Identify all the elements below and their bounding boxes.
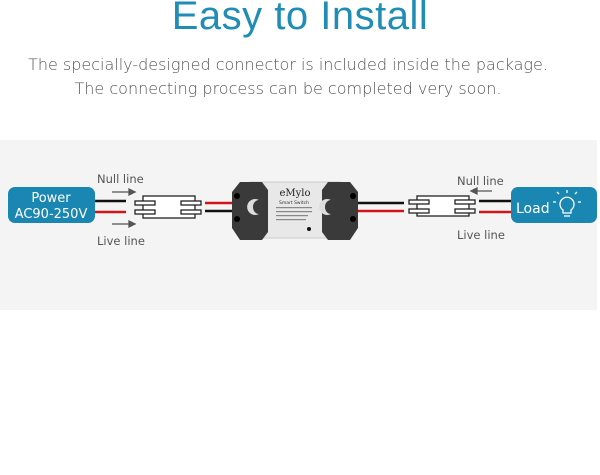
device-model: Smart Switch <box>279 200 309 206</box>
subtitle-line-1: The specially-designed connector is incl… <box>28 55 548 74</box>
smart-switch-device: eMylo Smart Switch <box>232 181 358 240</box>
arrow-icon <box>469 186 492 196</box>
lightbulb-icon <box>553 190 581 217</box>
live-line-label-left: Live line <box>97 234 145 248</box>
live-line-label-right: Live line <box>457 228 505 242</box>
page-title: Easy to Install <box>171 0 429 38</box>
device-brand: eMylo <box>279 188 310 199</box>
arrow-icon <box>112 187 137 229</box>
wire-connector-left <box>134 195 202 219</box>
wiring-diagram: Power AC90-250V Null line Live line eMyl… <box>8 172 597 248</box>
power-label: Power <box>31 191 71 206</box>
load-box: Load <box>511 187 597 223</box>
null-line-label-right: Null line <box>457 174 504 188</box>
load-label: Load <box>516 201 550 217</box>
wire-connector-right <box>408 195 476 217</box>
null-line-label-left: Null line <box>97 172 144 186</box>
power-box: Power AC90-250V <box>8 187 95 223</box>
power-voltage-label: AC90-250V <box>15 207 88 222</box>
subtitle-line-2: The connecting process can be completed … <box>74 79 502 98</box>
